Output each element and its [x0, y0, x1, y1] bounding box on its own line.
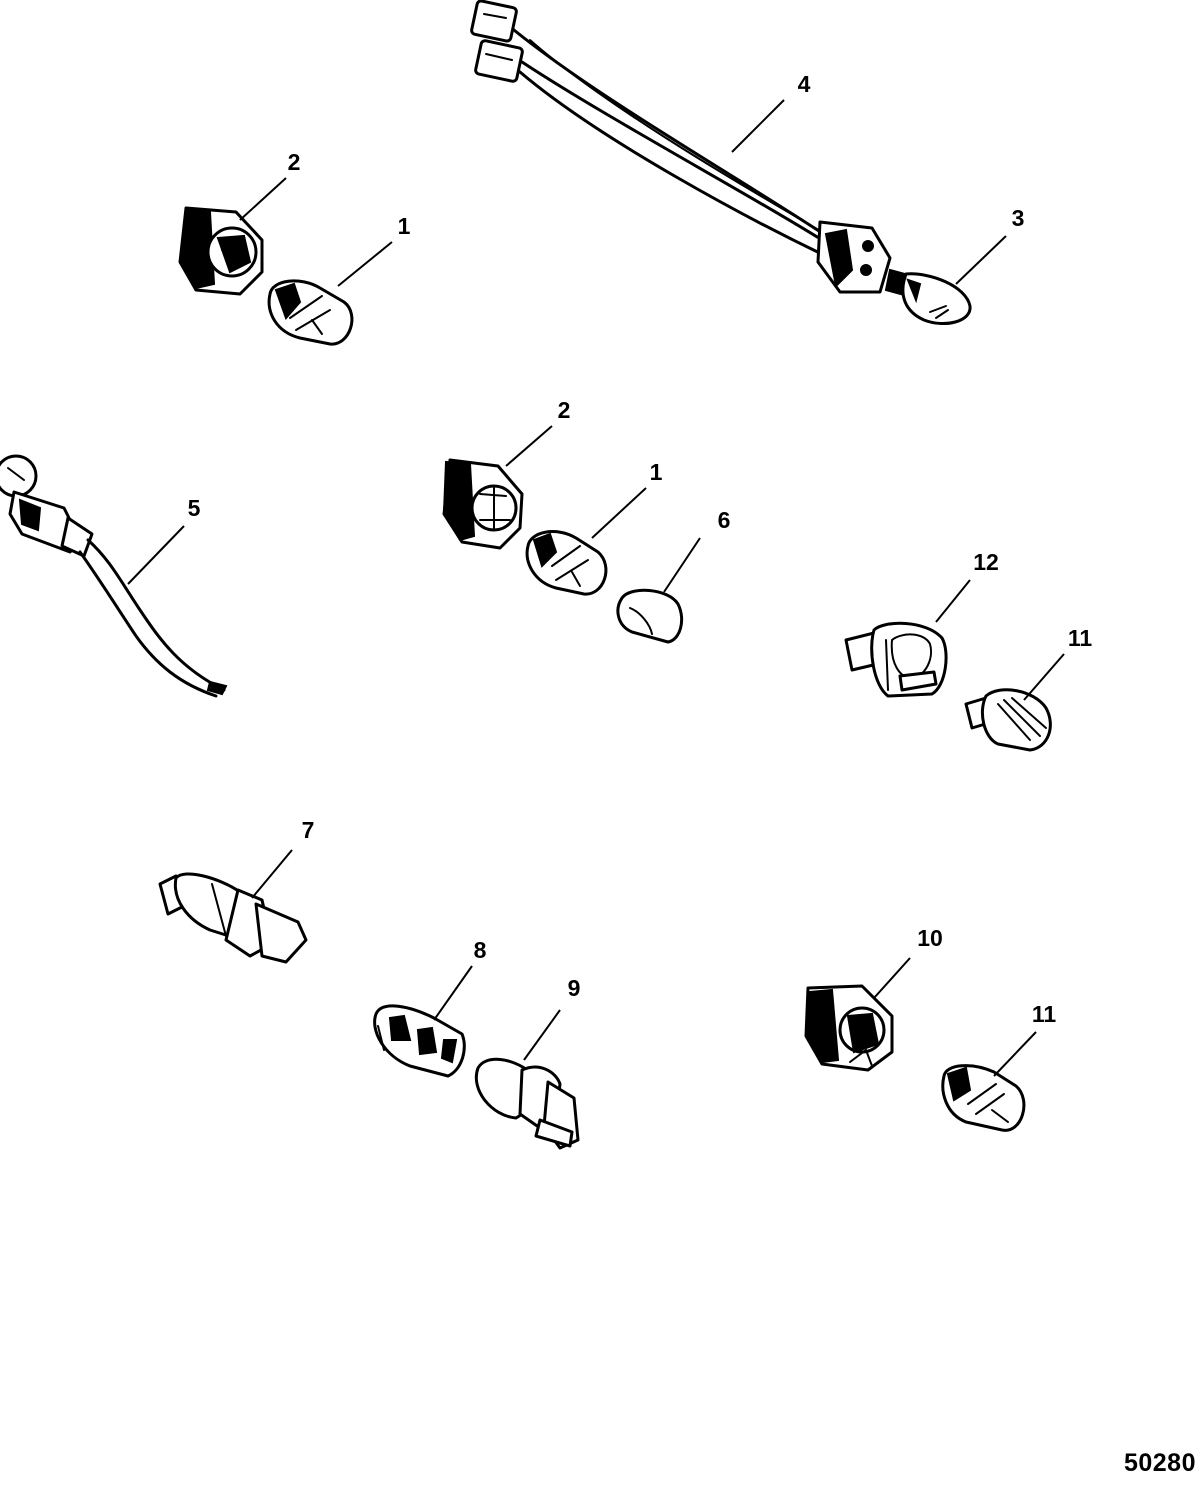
wedge-bulb-part-11-lower — [941, 1064, 1026, 1132]
callout-1-middle: 1 — [650, 459, 663, 485]
callout-7: 7 — [302, 817, 315, 843]
bulb-socket-part-12 — [844, 621, 948, 698]
callout-2-top: 2 — [288, 149, 301, 175]
bulb-socket-part-2-middle — [442, 458, 524, 550]
callout-3: 3 — [1012, 205, 1025, 231]
bulb-part-1-top — [267, 279, 354, 346]
callout-11-right: 11 — [1068, 625, 1093, 651]
bulb-socket-part-2-top — [178, 206, 264, 296]
callout-8: 8 — [474, 937, 487, 963]
bulb-lead-part-5 — [0, 454, 228, 698]
callout-5: 5 — [188, 495, 201, 521]
bulb-socket-part-10 — [804, 984, 894, 1072]
callout-6: 6 — [718, 507, 731, 533]
lens-cap-part-6 — [616, 588, 684, 644]
callout-2-middle: 2 — [558, 397, 571, 423]
leader-lines — [127, 99, 1065, 1077]
callout-11-lower: 11 — [1032, 1001, 1057, 1027]
callout-4: 4 — [798, 71, 811, 97]
wedge-bulb-part-3 — [884, 268, 972, 325]
callout-1-top: 1 — [398, 213, 411, 239]
callout-9: 9 — [568, 975, 581, 1001]
bulb-socket-part-9 — [474, 1057, 580, 1150]
bulb-part-8 — [373, 1004, 466, 1078]
wedge-bulb-part-11-right — [964, 688, 1052, 752]
callout-10: 10 — [917, 925, 943, 951]
figure-number: 50280 — [1123, 1449, 1196, 1477]
wire-harness-part-4 — [470, 0, 892, 294]
callouts: 4 2 1 3 2 5 1 6 12 11 7 10 8 9 11 — [188, 71, 1093, 1027]
bulb-holder-part-7 — [158, 872, 308, 964]
callout-12: 12 — [973, 549, 999, 575]
bulb-part-1-middle — [525, 530, 608, 596]
